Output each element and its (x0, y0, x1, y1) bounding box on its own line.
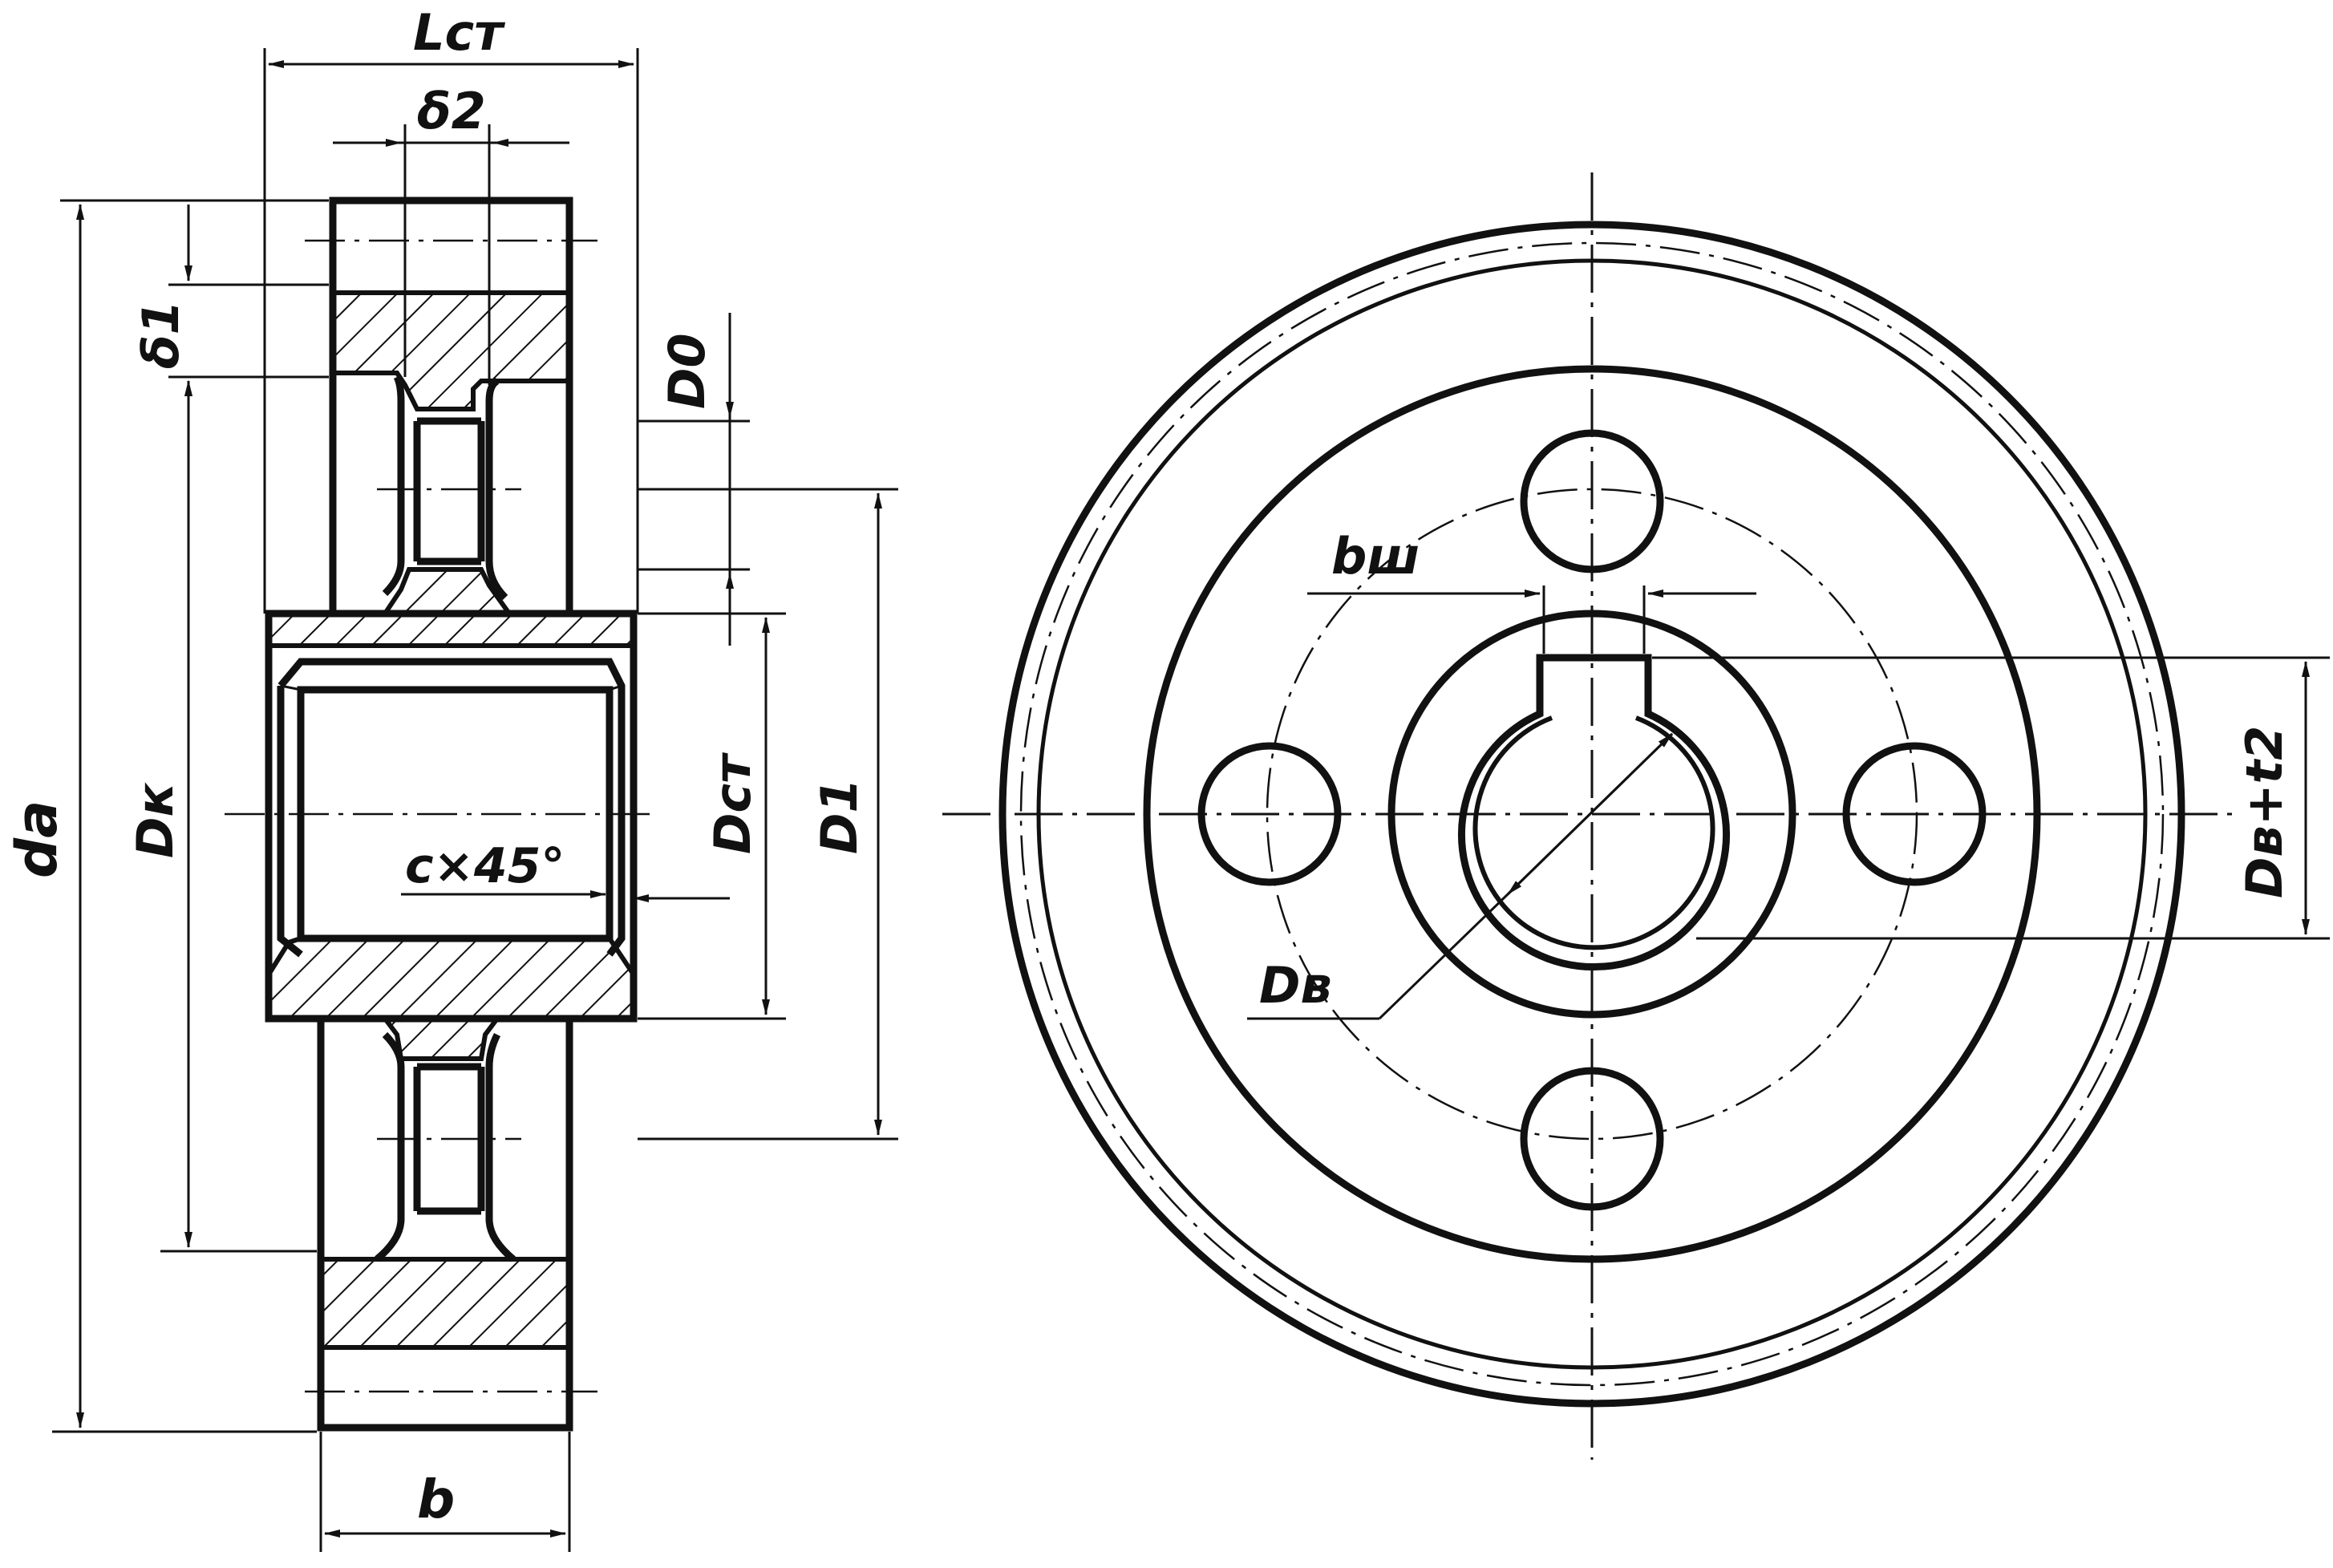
lower-rim-outline (317, 1019, 573, 1432)
label-D-0: D0 (658, 333, 716, 409)
label-chamfer: c×45° (405, 838, 565, 894)
upper-rim-outline (329, 197, 573, 614)
hub-outer-circle (1387, 610, 1796, 1019)
label-delta-1: δ1 (132, 300, 190, 369)
label-L-st: Lст (413, 3, 505, 62)
upper-rim-section (330, 290, 572, 411)
bore-chamfer-circle (1472, 715, 1715, 950)
bore-keyway (1458, 654, 1730, 971)
label-b: b (417, 1469, 455, 1530)
label-D-st: Dст (703, 752, 762, 854)
pitch-circle (1019, 241, 2165, 1387)
web-right-lower (485, 1032, 516, 1262)
section-view: Lст δ2 δ1 D0 da Dк Dст D1 c×45° b (4, 3, 898, 1552)
hole-right (1842, 742, 1987, 886)
label-d-a: da (4, 800, 70, 878)
root-circle (1036, 258, 2148, 1370)
lower-rim-section (318, 1257, 572, 1350)
label-D-v-t2: Dв+t2 (2235, 726, 2294, 898)
web-left-upper (382, 375, 405, 597)
label-b-sh: bш (1331, 527, 1420, 585)
front-view: bш Dв Dв+t2 (942, 172, 2330, 1460)
upper-hub-section (266, 567, 636, 648)
hole-left (1197, 742, 1342, 886)
bore-outline (277, 658, 626, 958)
label-D-v: Dв (1259, 956, 1332, 1015)
hole-bottom (1520, 1067, 1664, 1211)
label-D-k: Dк (126, 782, 184, 858)
label-D-1: D1 (810, 778, 869, 854)
holes-center-circle (1266, 488, 1918, 1141)
rim-inner-circle (1143, 365, 2041, 1263)
hub-outline (265, 610, 638, 1023)
tip-circle (998, 221, 2185, 1408)
web-left-lower (375, 1031, 405, 1262)
web-right-upper (485, 377, 508, 601)
hole-top (1520, 429, 1664, 573)
label-delta-2: δ2 (417, 82, 486, 140)
